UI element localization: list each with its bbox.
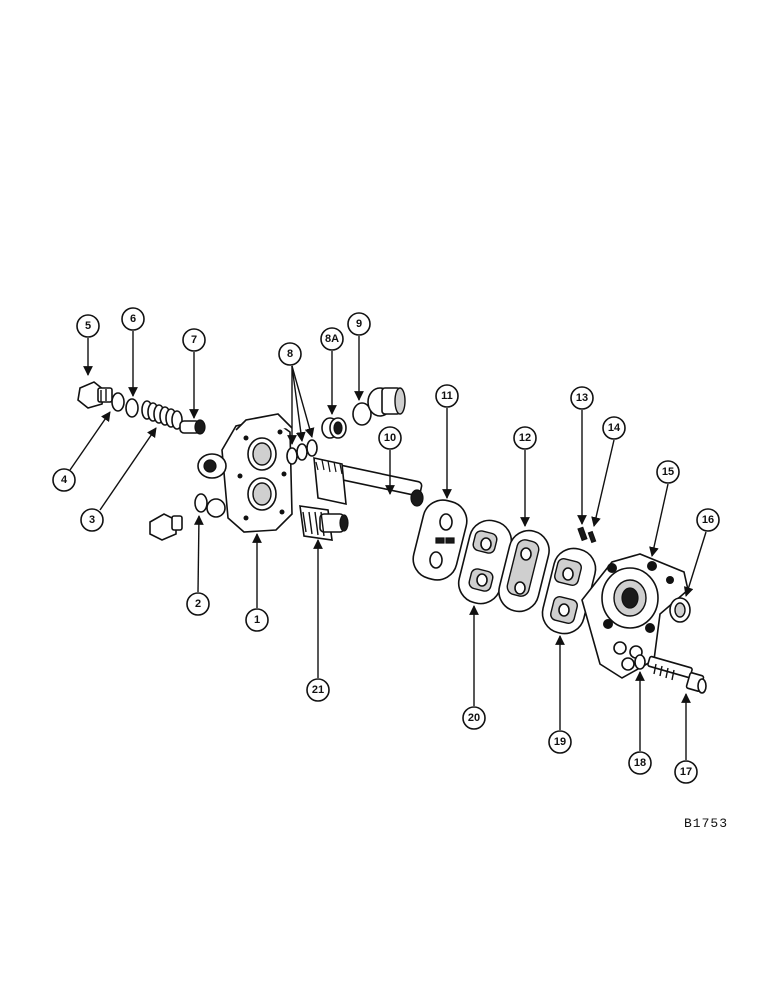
leader-2 — [193, 515, 204, 593]
part-7-valve — [179, 419, 206, 435]
part-2-washer — [194, 493, 208, 513]
leader-15 — [649, 483, 669, 557]
svg-text:4: 4 — [61, 474, 68, 486]
callout-group: 5 6 7 8 8A 9 10 11 12 13 14 15 16 4 3 2 … — [52, 307, 720, 784]
leader-14 — [591, 439, 615, 527]
part-19-plate — [541, 547, 597, 635]
svg-text:9: 9 — [356, 318, 362, 330]
callout-9: 9 — [347, 312, 371, 336]
callout-21: 21 — [306, 678, 330, 702]
callout-8A: 8A — [320, 327, 344, 351]
svg-text:15: 15 — [662, 466, 674, 478]
svg-text:5: 5 — [85, 320, 91, 332]
leader-16 — [683, 531, 707, 597]
callout-8: 8 — [278, 342, 302, 366]
part-17-bolt — [647, 655, 707, 694]
svg-text:6: 6 — [130, 313, 136, 325]
svg-text:1: 1 — [254, 614, 260, 626]
part-1-pump-body — [197, 413, 293, 533]
callout-20: 20 — [462, 706, 486, 730]
part-20-plate — [457, 519, 513, 605]
part-12-plate — [498, 529, 550, 613]
part-5-plug — [77, 381, 113, 409]
svg-text:7: 7 — [191, 334, 197, 346]
svg-text:18: 18 — [634, 757, 646, 769]
svg-text:3: 3 — [89, 514, 95, 526]
part-8a-bushing — [321, 417, 347, 439]
svg-text:20: 20 — [468, 712, 480, 724]
callout-17: 17 — [674, 760, 698, 784]
part-14-pin — [587, 530, 597, 544]
callout-6: 6 — [121, 307, 145, 331]
svg-text:11: 11 — [441, 390, 453, 402]
svg-text:21: 21 — [312, 684, 324, 696]
leader-4 — [69, 411, 111, 471]
part-16-seal — [669, 597, 691, 623]
callout-18: 18 — [628, 751, 652, 775]
callout-11: 11 — [435, 384, 459, 408]
callout-4: 4 — [52, 468, 76, 492]
leader-3 — [99, 427, 157, 511]
reference-code: B1753 — [684, 816, 729, 831]
callout-12: 12 — [513, 426, 537, 450]
callout-3: 3 — [80, 508, 104, 532]
callout-2: 2 — [186, 592, 210, 616]
svg-text:17: 17 — [680, 766, 692, 778]
callout-19: 19 — [548, 730, 572, 754]
part-18-washer — [634, 654, 646, 670]
part-6-washer — [125, 398, 139, 418]
part-11-gasket — [412, 499, 468, 581]
svg-text:12: 12 — [519, 432, 531, 444]
svg-text:10: 10 — [384, 432, 396, 444]
part-8-o-rings — [286, 439, 318, 465]
leader-8a-branch3 — [291, 365, 315, 438]
svg-text:19: 19 — [554, 736, 566, 748]
callout-16: 16 — [696, 508, 720, 532]
callout-15: 15 — [656, 460, 680, 484]
part-3-spring — [141, 400, 183, 430]
callout-14: 14 — [602, 416, 626, 440]
part-9-seal — [352, 402, 372, 426]
callout-1: 1 — [245, 608, 269, 632]
part-10-drive-shaft — [313, 456, 424, 507]
callout-5: 5 — [76, 314, 100, 338]
part-13-pin — [577, 526, 588, 542]
callout-13: 13 — [570, 386, 594, 410]
part-21-driven-gear — [299, 505, 349, 541]
svg-text:2: 2 — [195, 598, 201, 610]
leader-8a-branch2 — [291, 365, 306, 442]
svg-text:14: 14 — [608, 422, 621, 434]
parts-group — [77, 381, 707, 694]
plug-lower — [149, 513, 183, 541]
part-4-washer — [111, 392, 125, 412]
svg-text:8A: 8A — [325, 333, 339, 345]
svg-text:16: 16 — [702, 514, 714, 526]
callout-7: 7 — [182, 328, 206, 352]
svg-text:8: 8 — [287, 348, 293, 360]
leader-lines — [69, 331, 707, 760]
plug-upper — [367, 387, 406, 417]
part-15-end-cover — [581, 553, 689, 679]
svg-text:13: 13 — [576, 392, 588, 404]
callout-10: 10 — [378, 426, 402, 450]
